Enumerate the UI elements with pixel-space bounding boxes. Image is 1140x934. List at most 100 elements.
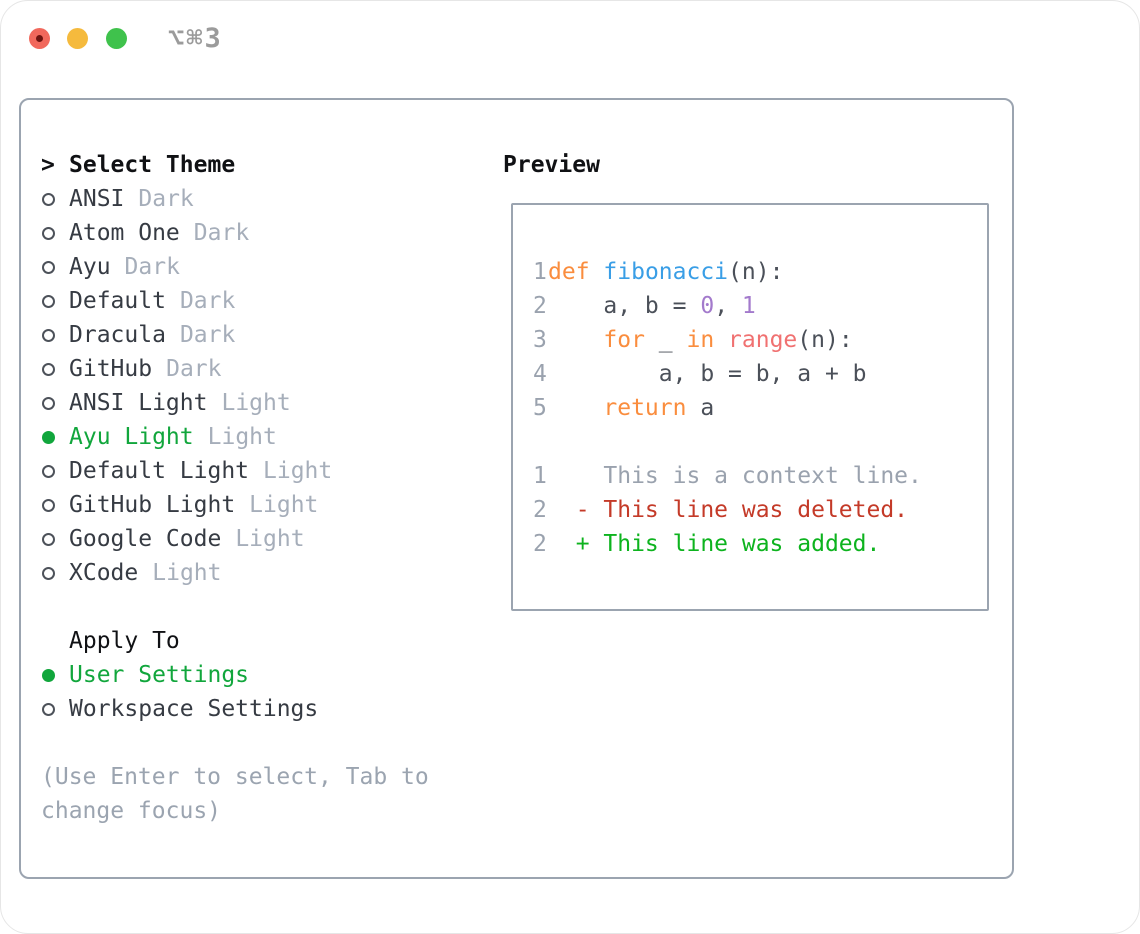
theme-option-xcode[interactable]: XCode Light	[41, 556, 429, 590]
radio-unselected-icon	[42, 396, 55, 410]
code-line: 5 return a	[533, 391, 987, 425]
radio-slot	[41, 396, 69, 410]
zoom-button[interactable]	[106, 28, 127, 49]
theme-variant-label: Light	[235, 526, 305, 552]
code-segment: a, b =	[548, 293, 701, 319]
theme-label: GitHub Light	[69, 492, 236, 518]
theme-variant-label: Dark	[179, 288, 236, 314]
radio-slot	[41, 532, 69, 546]
theme-option-ansi-light[interactable]: ANSI Light Light	[41, 386, 429, 420]
minimize-button[interactable]	[67, 28, 88, 49]
code-segment: 0	[700, 293, 715, 319]
code-segment	[548, 395, 603, 421]
theme-label: Dracula	[69, 322, 166, 348]
theme-label: Default Light	[69, 458, 250, 484]
code-text: return a	[548, 395, 714, 421]
radio-slot	[41, 328, 69, 342]
code-line: 3 for _ in range(n):	[533, 323, 987, 357]
theme-variant-label: Dark	[166, 356, 222, 382]
prompt-caret-icon: >	[41, 152, 55, 178]
radio-slot	[41, 668, 69, 682]
hint-text-line-2: change focus)	[41, 798, 222, 824]
code-segment: def	[548, 259, 590, 285]
line-number: 5	[533, 395, 547, 421]
theme-variant-label: Light	[263, 458, 333, 484]
apply-option-workspace-settings[interactable]: Workspace Settings	[41, 692, 429, 726]
window-title: ⌥⌘3	[168, 23, 223, 54]
radio-unselected-icon	[42, 362, 55, 376]
radio-slot	[41, 498, 69, 512]
code-segment: _	[644, 327, 687, 353]
theme-variant-label: Dark	[138, 186, 194, 212]
code-text: This is a context line.	[548, 463, 922, 489]
apply-option-user-settings[interactable]: User Settings	[41, 658, 429, 692]
code-segment: This is a context line.	[548, 463, 922, 489]
line-number: 2	[533, 293, 547, 319]
radio-slot	[41, 464, 69, 478]
spacer	[41, 726, 429, 760]
line-number: 4	[533, 361, 547, 387]
code-segment: for	[603, 327, 645, 353]
code-line: 2 a, b = 0, 1	[533, 289, 987, 323]
unsaved-changes-dot-icon	[36, 35, 43, 42]
code-segment: (n):	[797, 327, 853, 353]
code-text: - This line was deleted.	[548, 497, 908, 523]
theme-variant-label: Dark	[124, 254, 180, 280]
radio-unselected-icon	[42, 226, 55, 240]
apply-to-header: Apply To	[69, 628, 180, 654]
line-number: 1	[533, 259, 547, 285]
radio-slot	[41, 192, 69, 206]
theme-label: XCode	[69, 560, 139, 586]
theme-label: ANSI	[69, 186, 125, 212]
code-text: + This line was added.	[548, 531, 881, 557]
line-number: 2	[533, 497, 547, 523]
code-segment	[590, 259, 604, 285]
theme-variant-label: Light	[249, 492, 319, 518]
diff-line-added: 2 + This line was added.	[533, 527, 987, 561]
code-segment: range	[728, 327, 798, 353]
radio-selected-icon	[42, 430, 55, 444]
apply-option-label: User Settings	[69, 662, 250, 688]
radio-unselected-icon	[42, 294, 55, 308]
radio-slot	[41, 702, 69, 716]
radio-slot	[41, 260, 69, 274]
theme-variant-label: Dark	[193, 220, 250, 246]
radio-slot	[41, 362, 69, 376]
code-text: def fibonacci(n):	[548, 259, 783, 285]
theme-option-github-light[interactable]: GitHub Light Light	[41, 488, 429, 522]
apply-to-header-row: Apply To	[41, 624, 429, 658]
code-text: for _ in range(n):	[548, 327, 853, 353]
theme-option-google-code[interactable]: Google Code Light	[41, 522, 429, 556]
line-number: 3	[533, 327, 547, 353]
theme-option-github[interactable]: GitHub Dark	[41, 352, 429, 386]
radio-unselected-icon	[42, 464, 55, 478]
theme-label: GitHub	[69, 356, 153, 382]
theme-variant-label: Light	[221, 390, 291, 416]
theme-label: ANSI Light	[69, 390, 208, 416]
code-segment: fibonacci	[603, 259, 729, 285]
theme-variant-label: Light	[152, 560, 222, 586]
code-segment: (n):	[728, 259, 784, 285]
close-button[interactable]	[29, 28, 50, 49]
radio-slot	[41, 226, 69, 240]
theme-option-default-light[interactable]: Default Light Light	[41, 454, 429, 488]
radio-slot	[41, 566, 69, 580]
theme-option-ansi[interactable]: ANSI Dark	[41, 182, 429, 216]
code-segment: 1	[741, 293, 756, 319]
theme-option-default[interactable]: Default Dark	[41, 284, 429, 318]
spacer	[41, 590, 429, 624]
radio-slot	[41, 430, 69, 444]
theme-label: Default	[69, 288, 166, 314]
preview-header: Preview	[503, 152, 600, 178]
hint-text-line-1: (Use Enter to select, Tab to	[41, 764, 429, 790]
code-segment: - This line was deleted.	[548, 497, 909, 523]
theme-label: Ayu Light	[69, 424, 194, 450]
theme-label: Google Code	[69, 526, 222, 552]
radio-unselected-icon	[42, 532, 55, 546]
